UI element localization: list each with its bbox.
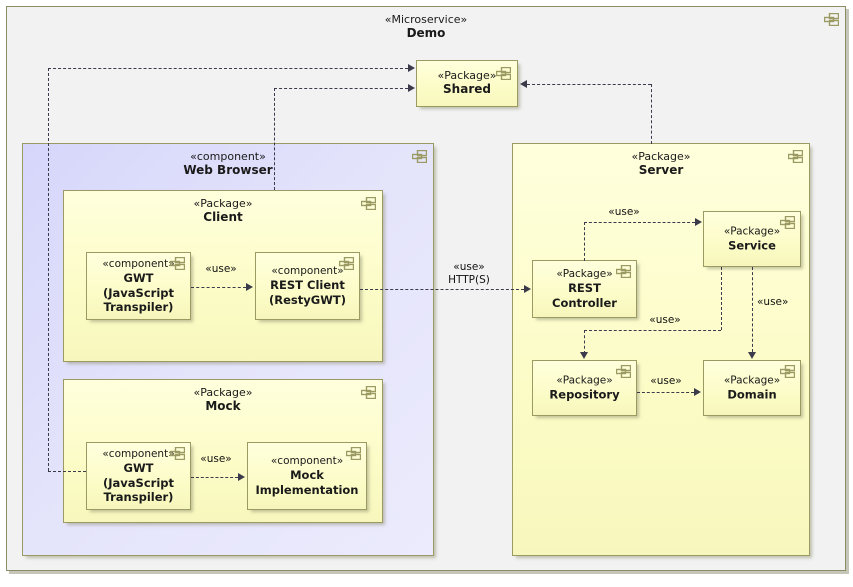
gwt-client-stereotype: «component» [102, 257, 175, 270]
gwt-mock-name: GWT (JavaScript Transpiler) [103, 461, 174, 504]
package-icon [496, 67, 511, 80]
arrowhead-icon [694, 388, 701, 396]
microservice-stereotype: «Microservice» [384, 13, 468, 26]
server-name: Server [638, 163, 684, 178]
rest-client-stereotype: «component» [271, 265, 344, 278]
connector-label-use: «use» [757, 296, 789, 308]
gwt-client-name: GWT (JavaScript Transpiler) [103, 271, 174, 314]
service-stereotype: «Package» [723, 225, 781, 238]
package-icon [339, 257, 354, 270]
connector-label-use: «use» [650, 375, 682, 387]
connector-domain-branch-vertical [721, 267, 722, 330]
component-gwt-transpiler-mock[interactable]: «component» GWT (JavaScript Transpiler) [86, 442, 191, 510]
connector-server-to-shared-horizontal [527, 84, 651, 85]
arrowhead-icon [695, 218, 702, 226]
arrowhead-icon [520, 80, 527, 88]
connector-server-to-shared-vertical [651, 84, 652, 144]
package-rest-controller[interactable]: «Package» REST Controller [532, 260, 637, 318]
service-label: «Package» Service [704, 225, 800, 253]
rest-client-name: REST Client (RestyGWT) [269, 278, 346, 307]
arrowhead-icon [580, 352, 588, 359]
mock-impl-name: Mock Implementation [255, 468, 359, 497]
connector-label-use-http: «use» HTTP(S) [448, 261, 490, 286]
repository-name: Repository [549, 387, 620, 402]
microservice-name: Demo [406, 26, 446, 41]
arrowhead-icon [246, 283, 253, 291]
package-icon [346, 447, 361, 460]
arrowhead-icon [408, 84, 415, 92]
mock-header: «Package» Mock [64, 386, 382, 414]
mock-impl-label: «component» Mock Implementation [248, 455, 366, 497]
repository-stereotype: «Package» [556, 374, 613, 387]
connector-label-use: «use» [608, 206, 640, 218]
connector-gwt-to-mock-impl [191, 477, 238, 478]
package-icon [361, 197, 376, 210]
package-domain[interactable]: «Package» Domain [703, 360, 801, 416]
client-name: Client [203, 210, 243, 225]
package-icon [170, 257, 185, 270]
connector-rest-controller-to-service-horizontal [584, 222, 695, 223]
arrowhead-icon [524, 285, 531, 293]
package-icon [780, 216, 795, 229]
web-browser-header: «component» Web Browser [23, 150, 433, 178]
client-header: «Package» Client [64, 197, 382, 225]
component-gwt-transpiler-client[interactable]: «component» GWT (JavaScript Transpiler) [86, 252, 191, 320]
mock-name: Mock [205, 399, 241, 414]
web-browser-stereotype: «component» [190, 150, 266, 163]
connector-service-to-domain [752, 267, 753, 352]
connector-mock-to-shared-horizontal-top [48, 68, 408, 69]
package-server[interactable]: «Package» Server [512, 143, 810, 556]
rest-controller-stereotype: «Package» [556, 268, 613, 281]
connector-rest-controller-to-service-vertical [584, 222, 585, 261]
arrowhead-icon [238, 473, 245, 481]
connector-label-use: «use» [200, 453, 232, 465]
microservice-frame-header: «Microservice» Demo [7, 13, 845, 41]
connector-domain-branch-horizontal [584, 330, 721, 331]
package-repository[interactable]: «Package» Repository [532, 360, 637, 416]
repository-label: «Package» Repository [533, 374, 636, 402]
service-name: Service [728, 238, 776, 253]
package-icon [824, 13, 839, 26]
connector-client-to-shared-vertical [274, 88, 275, 190]
arrowhead-icon [408, 64, 415, 72]
domain-stereotype: «Package» [723, 374, 781, 387]
connector-mock-to-shared-vertical [48, 68, 49, 471]
rest-controller-name: REST Controller [552, 281, 617, 310]
mock-stereotype: «Package» [193, 386, 253, 399]
package-icon [412, 150, 427, 163]
package-icon [616, 365, 631, 378]
mock-impl-stereotype: «component» [270, 455, 344, 468]
connector-repository-to-domain [637, 392, 694, 393]
connector-client-to-shared-horizontal [274, 88, 408, 89]
shared-name: Shared [443, 82, 491, 97]
client-stereotype: «Package» [193, 197, 253, 210]
domain-label: «Package» Domain [704, 374, 800, 402]
arrowhead-icon [748, 352, 756, 359]
package-icon [788, 150, 803, 163]
package-icon [170, 447, 185, 460]
connector-gwt-to-rest-client [191, 287, 246, 288]
server-header: «Package» Server [513, 150, 809, 178]
connector-label-use: «use» [649, 314, 681, 326]
package-icon [361, 386, 376, 399]
connector-rest-controller-to-repository [584, 330, 585, 354]
rest-client-label: «component» REST Client (RestyGWT) [256, 265, 359, 307]
package-service[interactable]: «Package» Service [703, 211, 801, 267]
domain-name: Domain [727, 387, 777, 402]
server-stereotype: «Package» [631, 150, 691, 163]
package-icon [780, 365, 795, 378]
package-shared[interactable]: «Package» Shared [416, 60, 518, 107]
gwt-mock-stereotype: «component» [102, 447, 175, 460]
connector-label-use: «use» [205, 263, 237, 275]
rest-controller-label: «Package» REST Controller [533, 268, 636, 310]
web-browser-name: Web Browser [183, 163, 273, 178]
gwt-mock-label: «component» GWT (JavaScript Transpiler) [87, 448, 190, 504]
connector-mock-to-shared-horizontal-bottom [48, 471, 86, 472]
gwt-client-label: «component» GWT (JavaScript Transpiler) [87, 258, 190, 314]
component-rest-client[interactable]: «component» REST Client (RestyGWT) [255, 252, 360, 320]
component-mock-implementation[interactable]: «component» Mock Implementation [247, 442, 367, 510]
package-icon [616, 265, 631, 278]
connector-rest-client-to-rest-controller [360, 289, 524, 290]
